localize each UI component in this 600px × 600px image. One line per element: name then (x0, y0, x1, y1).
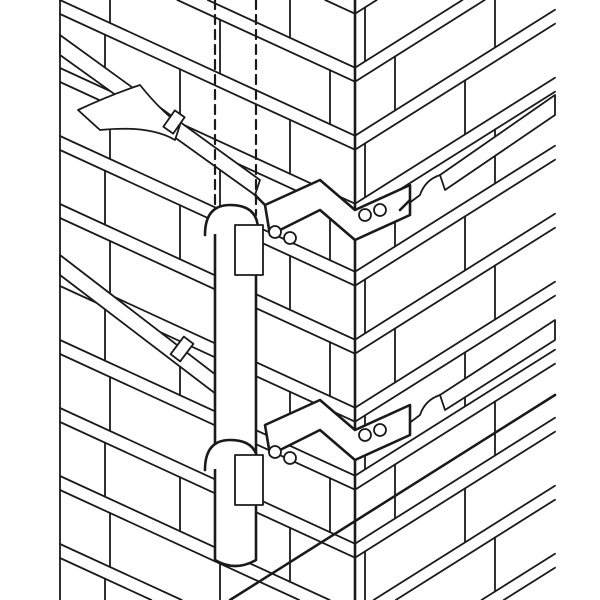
brick-mortar-line (354, 416, 556, 545)
brick-mortar-line (480, 552, 556, 600)
upper-strap-right (399, 94, 556, 211)
brick-mortar-line (59, 0, 356, 137)
bolt-nut (373, 203, 387, 217)
lower-strap-right (399, 319, 556, 431)
brick-mortar-line (354, 0, 378, 15)
brick-mortar-line (354, 280, 556, 409)
brick-mortar-line (59, 543, 183, 600)
roof-line (228, 393, 557, 600)
bolt-nut (268, 225, 282, 239)
brick-mortar-line (354, 362, 556, 491)
bolts (268, 203, 387, 465)
brick-mortar-line (59, 407, 356, 545)
brick-mortar-line (354, 0, 464, 69)
brick-mortar-line (59, 353, 356, 491)
brick-mortar-line (354, 22, 556, 151)
brick-mortar-line (354, 158, 556, 287)
brick-mortar-line (354, 348, 556, 477)
brick-mortar-line (176, 0, 356, 83)
brick-mortar-line (354, 144, 556, 273)
brick-mortar-line (59, 421, 356, 559)
brick-mortar-line (354, 76, 556, 205)
brick-mortar-line (372, 484, 556, 600)
brick-mortar-line (354, 8, 556, 137)
brick-mortar-line (59, 217, 356, 355)
bolt-nut (268, 445, 282, 459)
bolt-nut (283, 451, 297, 465)
bolt-nut (358, 208, 372, 222)
upper-strap-left (59, 34, 261, 196)
brick-mortar-line (59, 339, 356, 477)
brick-mortar-line (324, 0, 356, 15)
brick-mortar-line (59, 135, 356, 273)
brick-mortar-line (354, 212, 556, 341)
bolt-nut (358, 428, 372, 442)
brick-mortar-line (354, 0, 486, 83)
brick-mortar-line (59, 203, 356, 341)
brick-mortar-line (206, 0, 356, 69)
brick-mortar-line (394, 498, 556, 600)
lower-bracket (263, 398, 412, 462)
brick-mortar-line (502, 566, 556, 600)
u-bolt-clamps (203, 203, 264, 506)
right-brick-face (354, 0, 556, 600)
brick-mortar-line (354, 430, 556, 559)
mast-dashed-extension (213, 0, 258, 217)
brick-mortar-line (354, 294, 556, 423)
brick-mortar-line (59, 475, 331, 600)
bolt-nut (283, 231, 297, 245)
brick-mortar-line (59, 13, 356, 151)
bolt-nut (373, 423, 387, 437)
upper-bracket (253, 178, 412, 242)
brick-mortar-line (354, 226, 556, 355)
